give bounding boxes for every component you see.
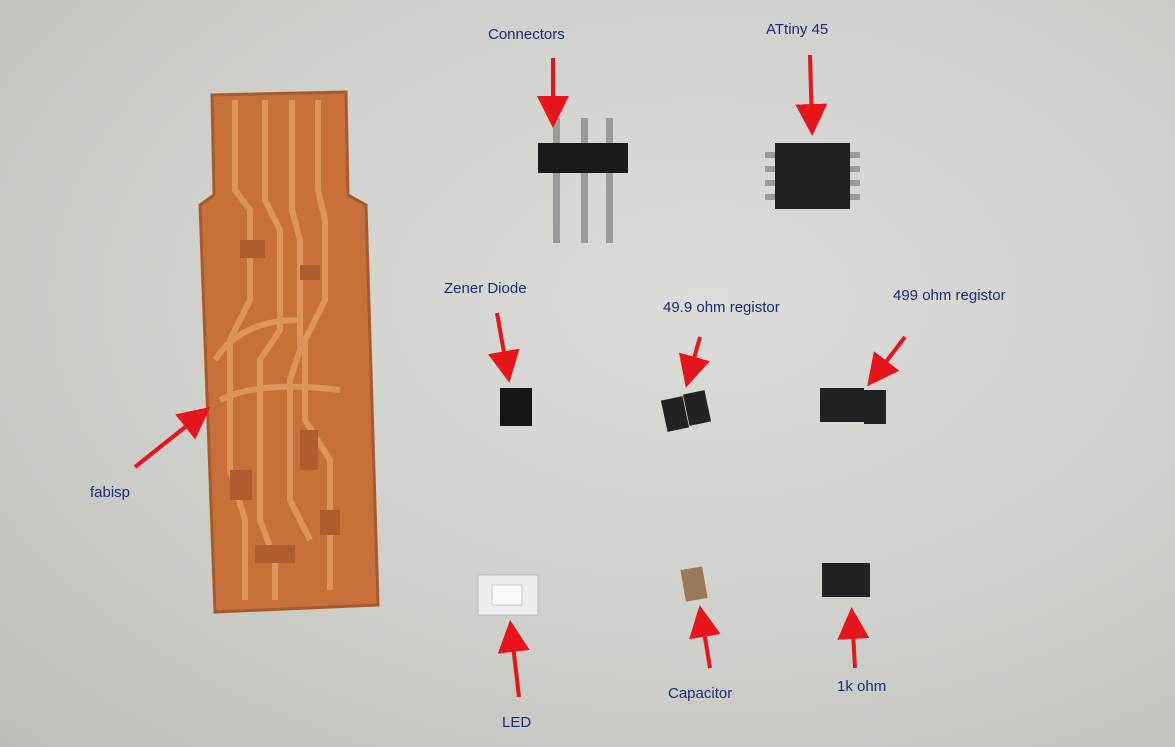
arrow-r499 — [867, 335, 907, 387]
label-capacitor: Capacitor — [668, 685, 733, 702]
label-49-9-ohm: 49.9 ohm registor — [663, 299, 780, 316]
label-led: LED — [502, 714, 532, 731]
zener-diode — [500, 388, 532, 426]
arrow-r49 — [679, 336, 710, 388]
arrow-led — [497, 620, 530, 698]
arrow-capacitor — [689, 605, 721, 669]
capacitor — [680, 566, 708, 602]
label-499-ohm: 499 ohm registor — [893, 287, 1006, 304]
annotation-arrows — [133, 54, 907, 698]
label-connectors: Connectors — [488, 26, 565, 43]
arrow-zener — [488, 312, 520, 383]
arrow-1k — [837, 607, 870, 669]
label-1k-ohm: 1k ohm — [837, 678, 887, 695]
resistors-49-9 — [660, 390, 712, 432]
fabisp-pcb — [198, 90, 380, 614]
attiny-chip — [765, 143, 860, 209]
pin-header — [538, 118, 628, 243]
arrow-attiny — [795, 54, 828, 136]
resistors-499 — [820, 388, 886, 424]
arrow-fabisp — [133, 407, 211, 469]
led — [477, 574, 539, 616]
label-attiny: ATtiny 45 — [766, 21, 829, 38]
label-zener: Zener Diode — [444, 280, 527, 297]
resistors-1k — [822, 563, 870, 597]
label-fabisp: fabisp — [90, 484, 131, 501]
